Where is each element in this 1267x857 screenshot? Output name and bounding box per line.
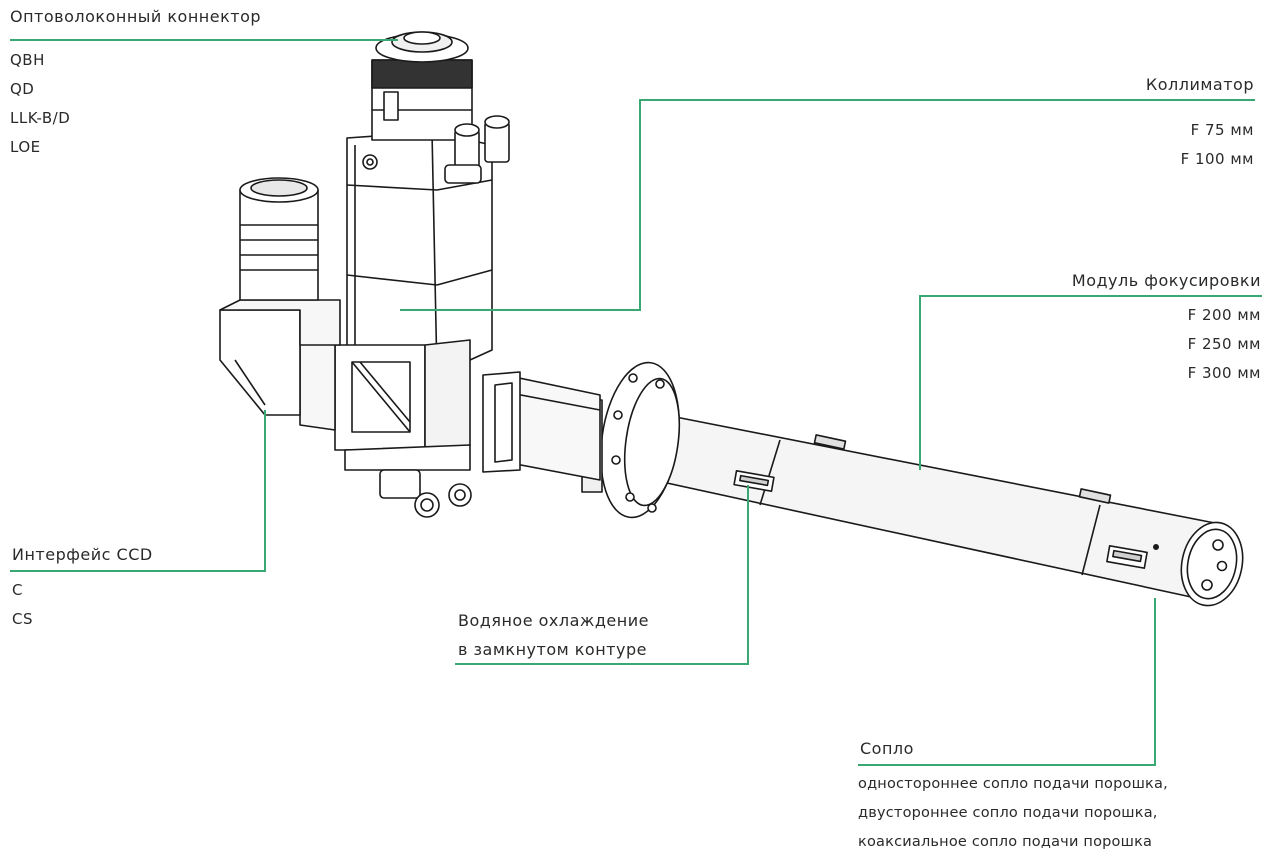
leader-ccd-interface <box>10 410 266 572</box>
option-item: C <box>12 581 23 599</box>
flange <box>581 361 681 519</box>
fiber-connector <box>371 31 473 141</box>
option-item: F 75 мм <box>1190 121 1254 139</box>
nozzle-cap <box>1180 521 1244 607</box>
ccd-module <box>219 177 341 416</box>
option-item: двустороннее сопло подачи порошка, <box>858 805 1158 821</box>
ccd-interface-title: Интерфейс CCD <box>12 545 153 564</box>
option-item: F 250 мм <box>1187 335 1261 353</box>
option-item: коаксиальное сопло подачи порошка <box>858 834 1153 850</box>
collimator-options: F 75 мм F 100 мм <box>1181 116 1254 174</box>
option-item: одностороннее сопло подачи порошка, <box>858 776 1168 792</box>
water-cooling-line: Водяное охлаждение <box>458 611 649 630</box>
laser-head-illustration <box>219 31 1244 607</box>
option-item: QD <box>10 80 35 98</box>
fiber-connector-title: Оптоволоконный коннектор <box>10 7 262 26</box>
leader-water-cooling <box>455 485 749 665</box>
focus-module-title: Модуль фокусировки <box>1071 271 1261 290</box>
collimator-title: Коллиматор <box>1145 75 1254 94</box>
leader-nozzle <box>858 598 1156 766</box>
option-item: CS <box>12 610 33 628</box>
option-item: QBH <box>10 51 45 69</box>
leader-lines <box>10 39 1262 766</box>
center-block <box>299 339 471 471</box>
ccd-interface-options: C CS <box>12 576 33 634</box>
focus-tube <box>629 409 1226 601</box>
focus-module-options: F 200 мм F 250 мм F 300 мм <box>1188 301 1261 388</box>
label-ccd-interface: Интерфейс CCD <box>12 540 153 569</box>
leader-focus-module <box>919 295 1262 470</box>
option-item: LOE <box>10 138 41 156</box>
nozzle-options: одностороннее сопло подачи порошка, двус… <box>858 770 1168 857</box>
label-water-cooling: Водяное охлаждение в замкнутом контуре <box>458 606 649 664</box>
nozzle-title: Сопло <box>860 739 914 758</box>
fiber-connector-options: QBH QD LLK-B/D LOE <box>10 46 70 162</box>
option-item: F 100 мм <box>1180 150 1254 168</box>
connector-tube <box>482 371 601 481</box>
label-collimator: Коллиматор <box>1146 70 1254 99</box>
leader-collimator <box>400 99 1255 311</box>
option-item: F 200 мм <box>1187 306 1261 324</box>
side-fittings <box>444 115 510 184</box>
option-item: F 300 мм <box>1187 364 1261 382</box>
label-focus-module: Модуль фокусировки <box>1072 266 1261 295</box>
label-fiber-connector: Оптоволоконный коннектор <box>10 2 261 31</box>
label-nozzle: Сопло <box>860 734 914 763</box>
bottom-fittings <box>379 469 472 518</box>
option-item: LLK-B/D <box>10 109 71 127</box>
water-cooling-line: в замкнутом контуре <box>458 640 647 659</box>
